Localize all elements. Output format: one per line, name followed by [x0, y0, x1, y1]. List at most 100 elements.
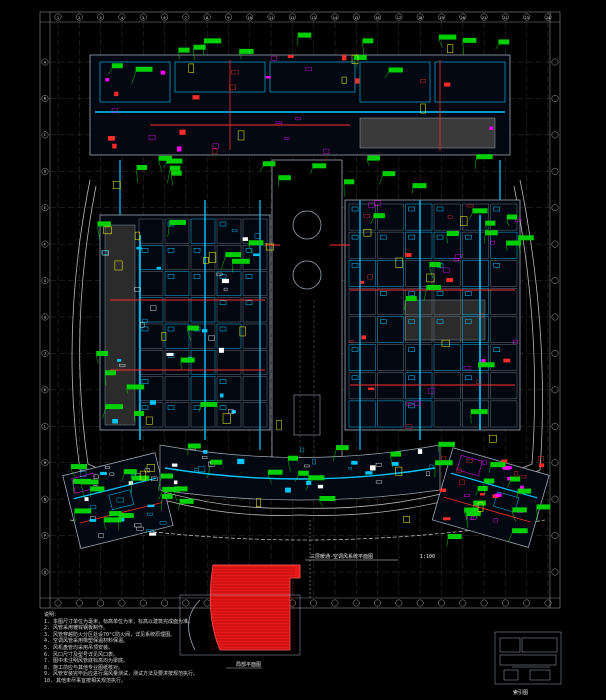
- fan-coil-unit: [465, 375, 472, 380]
- callout-box: [276, 419, 282, 431]
- equipment-marker: [84, 497, 89, 502]
- equipment-marker: [463, 365, 471, 370]
- note-line: 4. 空调风管采用橡塑保温材料保温。: [44, 638, 129, 645]
- fan-coil-unit: [245, 274, 253, 279]
- equipment-marker: [349, 339, 354, 344]
- room-outline: [348, 288, 376, 315]
- duct-tag: [158, 486, 180, 501]
- room-outline: [490, 288, 518, 315]
- grid-row-bubble: M: [41, 459, 559, 467]
- duct-tag: [506, 214, 518, 227]
- grid-column-label: 2: [78, 16, 80, 20]
- grid-row-label: A: [44, 60, 47, 64]
- callout-box: [255, 498, 261, 508]
- equipment-marker: [90, 505, 97, 510]
- grid-column-label: 9: [227, 16, 229, 20]
- room-outline: [164, 402, 190, 428]
- equipment-marker: [166, 352, 174, 356]
- fan-coil-unit: [436, 234, 444, 240]
- equipment-marker: [446, 278, 454, 283]
- fan-coil-unit: [436, 319, 444, 324]
- room-outline: [377, 260, 404, 287]
- duct-tag: [412, 183, 427, 194]
- fan-coil-unit: [408, 206, 415, 212]
- room-outline: [462, 231, 489, 259]
- equipment-marker: [112, 419, 118, 424]
- equipment-marker: [160, 70, 166, 75]
- equipment-marker: [454, 254, 462, 259]
- room-outline: [348, 344, 376, 371]
- equipment-marker: [355, 78, 360, 84]
- duct-tag: [158, 155, 172, 172]
- room-outline: [377, 372, 404, 400]
- grid-column-bubble: 2: [75, 13, 83, 607]
- equipment-marker: [478, 313, 484, 318]
- grid-row-label: D: [44, 170, 46, 174]
- duct-tag: [108, 63, 123, 75]
- equipment-marker: [242, 237, 249, 241]
- duct-tag: [174, 486, 188, 501]
- equipment-marker: [495, 493, 502, 497]
- room-outline: [377, 316, 404, 343]
- duct-tag: [96, 350, 109, 364]
- north-wing: [89, 54, 511, 156]
- grid-column-bubble: 16: [374, 13, 381, 607]
- duct-tag: [438, 441, 455, 453]
- grid-row-bubble: A: [41, 58, 559, 66]
- equipment-marker: [202, 329, 208, 333]
- equipment-marker: [429, 464, 434, 469]
- duct-tag: [474, 486, 488, 496]
- equipment-marker: [98, 533, 104, 538]
- duct-tag: [462, 37, 477, 55]
- equipment-marker: [300, 447, 305, 453]
- equipment-marker: [476, 379, 482, 384]
- equipment-marker: [392, 462, 399, 466]
- note-line: 10. 其他未尽事宜按相关规范执行。: [44, 677, 127, 684]
- duct-tag: [343, 179, 355, 197]
- equipment-marker: [363, 214, 370, 218]
- duct-tag: [178, 47, 190, 60]
- callout-box: [203, 257, 209, 264]
- duct-tag: [319, 496, 336, 508]
- grid-column-label: 7: [185, 16, 187, 20]
- equipment-marker: [513, 339, 518, 344]
- callout-box: [139, 470, 146, 481]
- grid-column-label: 23: [525, 16, 529, 20]
- yellow-callouts: [103, 44, 497, 523]
- equipment-marker: [219, 347, 224, 353]
- duct-tag: [131, 66, 153, 85]
- room-outline: [490, 344, 518, 371]
- equipment-marker: [203, 450, 208, 454]
- south-east-wing: [431, 447, 550, 548]
- duct-tag: [161, 493, 173, 511]
- equipment-marker: [444, 82, 451, 87]
- east-wing-rooms: [348, 203, 518, 428]
- callout-box: [341, 76, 347, 84]
- equipment-marker: [148, 135, 156, 140]
- duct-tag: [102, 404, 124, 419]
- grid-row-bubble: N: [41, 495, 559, 503]
- general-notes: 说明： 1. 本图尺寸单位为毫米，标高单位为米，标高以建筑完成面为准。2. 风管…: [44, 612, 198, 685]
- room-outline: [242, 402, 268, 428]
- equipment-marker: [375, 462, 382, 467]
- room-outline: [405, 372, 433, 400]
- grid-column-label: 10: [248, 16, 252, 20]
- equipment-marker: [348, 466, 353, 470]
- room-outline: [164, 271, 190, 296]
- room-outline: [164, 323, 190, 349]
- equipment-marker: [456, 468, 463, 473]
- central-corridor: [271, 159, 343, 491]
- equipment-marker: [370, 465, 376, 471]
- equipment-marker: [466, 204, 474, 208]
- duct-tag: [488, 462, 506, 473]
- equipment-marker: [464, 493, 470, 497]
- equipment-marker: [285, 487, 291, 493]
- note-line: 6. 风口尺寸及型号详见风口表。: [44, 651, 119, 658]
- duct-tag: [477, 362, 495, 374]
- callout-box: [208, 252, 217, 263]
- room-outline: [216, 245, 242, 270]
- equipment-marker: [231, 410, 236, 414]
- room-outline: [164, 245, 190, 270]
- equipment-marker: [365, 471, 373, 475]
- duct-tag: [470, 409, 488, 424]
